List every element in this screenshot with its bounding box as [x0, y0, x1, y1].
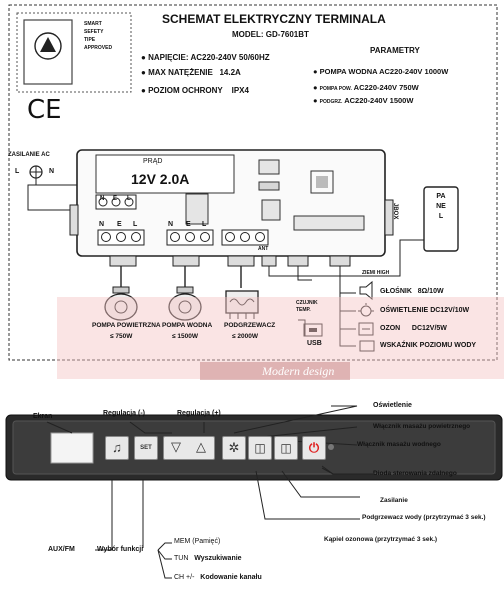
terminal-letter: E: [117, 221, 122, 228]
water-pump-icon: [168, 286, 202, 321]
label-heater: Podgrzewacz wody (przytrzymać 3 sek.): [362, 514, 486, 521]
param-water-pump: ● POMPA WODNA AC220-240V 1000W: [313, 67, 449, 76]
terminal-letter: N: [168, 221, 174, 228]
water-pump-power: ≤ 1500W: [172, 333, 198, 340]
heater-power: ≤ 2000W: [232, 333, 258, 340]
label-water-massage: Włącznik masażu wodnego: [357, 441, 441, 448]
usb-icon: [303, 323, 323, 337]
label-light: Oświetlenie: [373, 402, 412, 409]
output-light: OŚWIETLENIE DC12V/10W: [380, 307, 470, 314]
terminal-block-air: [97, 229, 145, 246]
label-air-massage: Włącznik masażu powietrznego: [373, 423, 471, 430]
panel-screen: [50, 432, 94, 464]
diagram-frame: [8, 4, 498, 361]
param-heater: ● PODGRZ. AC220-240V 1500W: [313, 96, 414, 105]
label-power: Zasilanie: [380, 497, 408, 504]
cable-label: ZIEMI HIGH: [362, 270, 390, 276]
params-heading: PARAMETRY: [370, 46, 420, 55]
label-remote-led: Dioda sterowania zdalnego: [373, 470, 457, 477]
output-ozone: OZON DC12V/5W: [380, 325, 447, 332]
adjust-button-group: [163, 436, 215, 460]
chip-icon: [310, 170, 334, 194]
model-value: GD-7601BT: [265, 30, 309, 39]
ce-mark: CE: [27, 95, 62, 125]
plus-button[interactable]: △: [196, 439, 206, 454]
speaker-icon: [359, 280, 373, 301]
terminal-letter: E: [186, 221, 191, 228]
phase-label: L: [15, 168, 20, 175]
warning-triangle-icon: [40, 37, 56, 52]
water-level-icon: [359, 340, 375, 352]
param-air-pump: ● POMPA POW. AC220-240V 750W: [313, 83, 419, 92]
air-pump-name: POMPA POWIETRZNA: [92, 322, 161, 329]
terminal-block-heater: [221, 229, 269, 246]
spec-row-voltage: ● NAPIĘCIE: AC220-240V 50/60HZ: [141, 53, 270, 62]
aux-button[interactable]: ♫: [105, 436, 129, 460]
set-button[interactable]: SET: [134, 436, 158, 460]
sensor-label: CZUJNIK TEMP.: [296, 300, 318, 313]
output-speaker: GŁOŚNIK 8Ω/10W: [380, 288, 444, 295]
heater-icon: [225, 290, 259, 319]
label-ch: CH +/- Kodowanie kanału: [174, 574, 262, 581]
water-pump-name: POMPA WODNA: [162, 322, 213, 329]
label-screen: Ekran: [33, 413, 53, 420]
rating-display: 12V 2.0A: [131, 171, 190, 187]
panel-label: PANEL: [436, 193, 446, 220]
label-mem: MEM (Pamięć): [174, 538, 221, 545]
heater-name: PODGRZEWACZ: [224, 322, 276, 329]
page-title: SCHEMAT ELEKTRYCZNY TERMINALA: [162, 12, 386, 26]
label-auxfm: AUX/FM: [48, 546, 75, 553]
panel-box: [423, 186, 459, 252]
light-button[interactable]: ✲: [222, 436, 246, 460]
air-pump-power: ≤ 750W: [110, 333, 133, 340]
model-label: MODEL: GD-7601BT: [232, 30, 309, 39]
spec-row-protection: ● POZIOM OCHRONY IPX4: [141, 86, 249, 95]
usb-label: USB: [307, 340, 322, 347]
cert-badge-text: SMART SEFETY TIPE APPROVED: [84, 21, 113, 51]
power-input-label: ZASILANIE AC: [8, 152, 50, 158]
terminal-letter: L: [127, 196, 131, 202]
aux-label: ANT: [258, 246, 269, 252]
side-label: JBOX: [392, 203, 398, 220]
terminal-letter: E: [113, 196, 118, 202]
neutral-label: N: [49, 168, 55, 175]
remote-led-indicator: [328, 444, 334, 450]
label-ozone-bath: Kąpiel ozonowa (przytrzymać 3 sek.): [324, 536, 438, 543]
minus-button[interactable]: ▽: [171, 439, 181, 454]
label-reg-minus: Regulacja (-): [103, 410, 146, 417]
label-reg-plus: Regulacja (+): [177, 410, 221, 417]
air-pump-icon: [104, 286, 138, 321]
current-label: PRĄD: [143, 158, 163, 165]
water-massage-button[interactable]: ◫: [274, 436, 298, 460]
terminal-letter: L: [202, 221, 207, 228]
cert-badge-frame: [16, 12, 132, 93]
terminal-letter: N: [99, 221, 105, 228]
label-tun: TUN Wyszukiwanie: [174, 555, 242, 562]
terminal-letter: N: [100, 196, 105, 202]
terminal-letter: L: [133, 221, 138, 228]
watermark-text: Modern design: [262, 364, 335, 378]
spec-row-current: ● MAX NATĘŻENIE 14.2A: [141, 68, 241, 77]
terminal-block-water: [166, 229, 214, 246]
power-button[interactable]: ⏻: [302, 436, 326, 460]
air-massage-button[interactable]: ◫: [248, 436, 272, 460]
label-function: Wybór funkcji: [97, 546, 144, 553]
output-water-level: WSKAŹNIK POZIOMU WODY: [380, 342, 477, 349]
